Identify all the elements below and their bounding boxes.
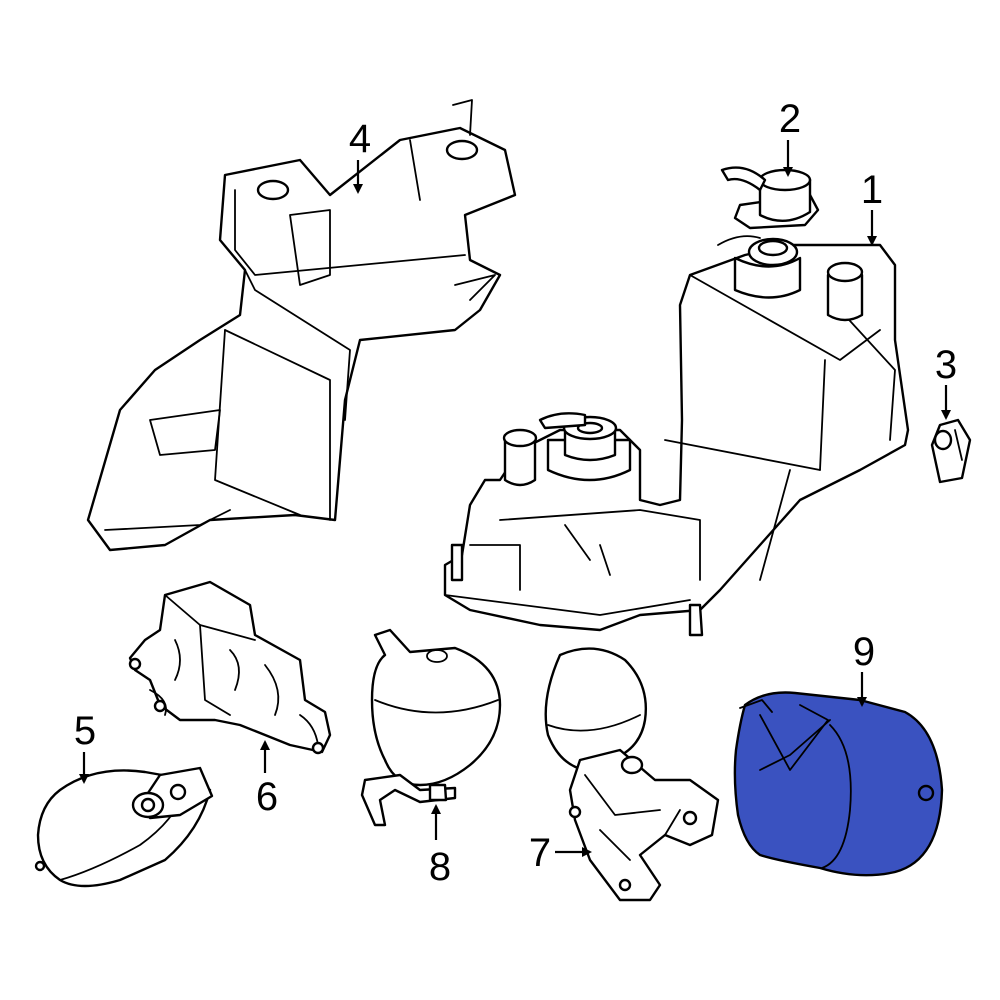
part-9-tank-highlighted[interactable] [733,691,944,877]
callout-1: 1 [861,168,883,212]
callout-labels: 1 2 3 4 5 6 7 8 9 [74,97,957,889]
callout-8: 8 [429,845,451,889]
callout-7: 7 [529,831,551,875]
part-2-cap[interactable] [720,166,820,230]
callout-5: 5 [74,709,96,753]
part-6-pump[interactable] [128,580,332,755]
callout-4: 4 [349,117,371,161]
part-7-valve-sphere[interactable] [544,647,720,902]
part-8-sphere-accumulator[interactable] [360,628,502,827]
part-5-accumulator[interactable] [34,766,214,888]
part-1-reservoir-tank[interactable] [443,235,910,637]
part-9-body [733,691,944,877]
callout-9: 9 [853,630,875,674]
callout-3: 3 [935,343,957,387]
part-3-clip[interactable] [930,418,972,484]
callout-2: 2 [779,97,801,141]
callout-6: 6 [256,775,278,819]
part-4-shield[interactable] [86,99,517,552]
callout-leaders [79,140,951,857]
